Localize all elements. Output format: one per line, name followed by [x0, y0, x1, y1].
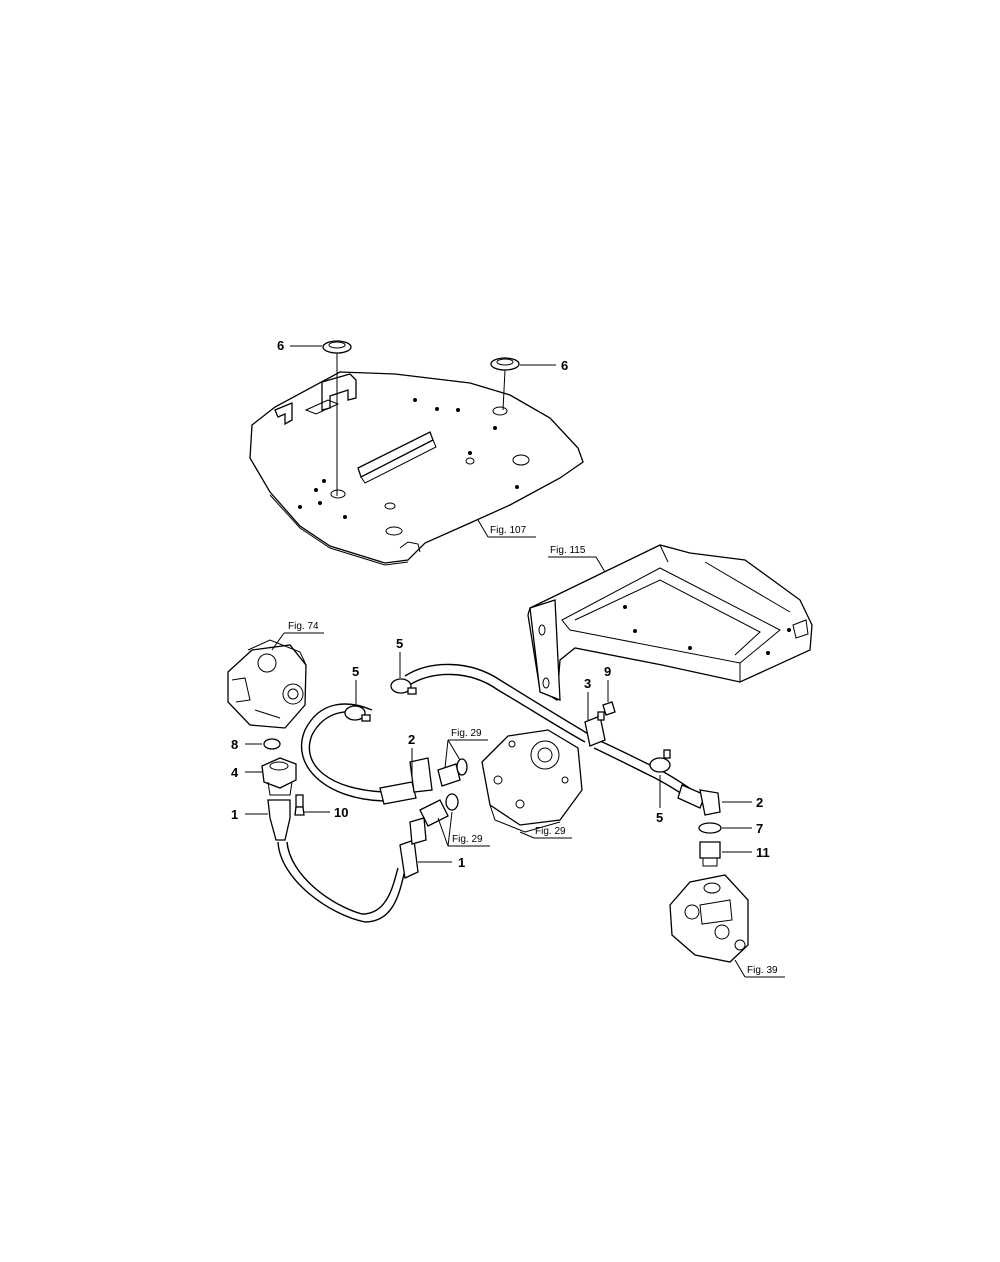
callout-11: 11 [756, 845, 770, 860]
callout-1-right: 1 [458, 855, 465, 870]
floor-plate [249, 371, 584, 566]
fig-ref-29-motor: Fig. 29 [535, 826, 566, 837]
hose-clamp-part-5-b [390, 678, 417, 695]
fig-ref-74: Fig. 74 [288, 621, 319, 632]
callout-6-right: 6 [561, 358, 568, 373]
callout-4: 4 [231, 765, 239, 780]
callout-2-left: 2 [408, 732, 415, 747]
hose-end-part-1-left [267, 799, 291, 841]
callout-5-a: 5 [352, 664, 359, 679]
callout-5-b: 5 [396, 636, 403, 651]
o-ring-part-8 [263, 738, 281, 750]
o-ring-part-7 [698, 822, 722, 834]
pump-assembly [227, 639, 307, 729]
callout-3: 3 [584, 676, 591, 691]
callout-9: 9 [604, 664, 611, 679]
adapter-fitting-lower [419, 793, 459, 827]
adapter-fitting-upper [437, 758, 468, 787]
fig-ref-39: Fig. 39 [747, 965, 778, 976]
hose-end-part-1-right [399, 817, 427, 879]
return-hose [308, 711, 386, 793]
connector-part-11 [699, 841, 721, 867]
fig-ref-29-bottom: Fig. 29 [452, 834, 483, 845]
clip-part-3 [584, 715, 606, 747]
callout-5-c: 5 [656, 810, 663, 825]
fig-ref-107: Fig. 107 [490, 525, 527, 536]
hose-clamp-part-5-a [344, 705, 371, 722]
elbow-hose-part-2-right [677, 784, 721, 816]
callout-2-right: 2 [756, 795, 763, 810]
callout-10: 10 [334, 805, 348, 820]
fig-ref-29-top: Fig. 29 [451, 728, 482, 739]
callout-1-left: 1 [231, 807, 238, 822]
frame-bracket [527, 544, 813, 702]
bolt-part-9 [597, 701, 616, 721]
control-valve [669, 874, 749, 963]
grommet-part-6-right [490, 357, 520, 371]
grommet-part-6-left [322, 340, 352, 354]
callout-6-left: 6 [277, 338, 284, 353]
callout-8: 8 [231, 737, 238, 752]
elbow-hose-part-2-left [379, 757, 433, 805]
steering-unit [481, 729, 583, 833]
hose-clamp-part-5-c [649, 749, 671, 773]
bolt-part-10 [294, 794, 305, 816]
callout-7: 7 [756, 821, 763, 836]
suction-hose [277, 841, 406, 923]
flange-part-4 [261, 757, 297, 796]
fig-ref-115: Fig. 115 [550, 545, 586, 556]
